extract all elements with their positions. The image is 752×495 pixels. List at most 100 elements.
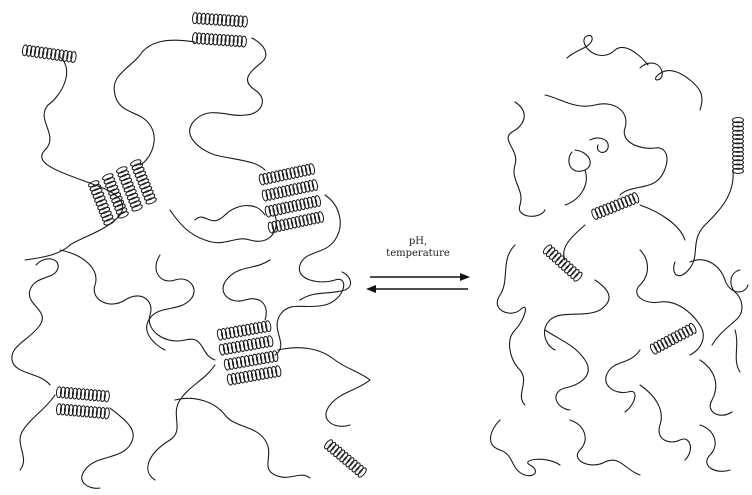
helix-turn bbox=[92, 191, 105, 199]
helix-turn bbox=[98, 206, 111, 215]
helix-turn bbox=[258, 173, 266, 186]
helix-turn bbox=[570, 269, 580, 279]
helix-turn bbox=[220, 34, 227, 47]
helix-turn bbox=[660, 337, 669, 349]
helix-turn bbox=[224, 327, 232, 340]
helix-turn bbox=[83, 405, 90, 418]
helix-turn bbox=[303, 197, 310, 210]
helix-turn bbox=[108, 188, 120, 196]
helix-turn bbox=[232, 325, 240, 338]
helix-turn bbox=[307, 196, 314, 209]
helix-turn bbox=[63, 386, 70, 399]
helix-turn bbox=[251, 353, 259, 366]
helix-turn bbox=[678, 328, 686, 340]
helix-turn bbox=[216, 33, 223, 46]
helix-turn bbox=[234, 340, 242, 353]
helix-turn bbox=[732, 125, 744, 132]
helix-turn bbox=[555, 255, 565, 266]
helix-turn bbox=[732, 167, 744, 175]
helix-turn bbox=[653, 341, 662, 353]
helix-turn bbox=[298, 215, 305, 227]
helix-turn bbox=[548, 249, 559, 260]
helix-turn bbox=[272, 350, 279, 363]
helix-turn bbox=[234, 372, 242, 385]
helix-turn bbox=[295, 199, 302, 211]
helix-turn bbox=[304, 163, 312, 176]
helix-turn bbox=[63, 403, 70, 416]
helix-turn bbox=[200, 12, 207, 25]
helix-turn bbox=[258, 368, 266, 380]
helix-turn bbox=[228, 34, 235, 47]
helix-turn bbox=[656, 339, 665, 351]
helix-turn bbox=[270, 171, 277, 184]
helix-turn bbox=[240, 35, 247, 48]
helix-turn bbox=[269, 188, 276, 200]
helix-turn bbox=[103, 407, 110, 420]
helix-turn bbox=[301, 164, 308, 177]
helix-turn bbox=[324, 439, 334, 450]
free-chain bbox=[689, 259, 749, 346]
helix-turn bbox=[231, 357, 239, 370]
helix-turn bbox=[276, 203, 283, 216]
free-chain bbox=[569, 419, 641, 476]
helix-turn bbox=[246, 338, 254, 351]
helix-turn bbox=[281, 168, 289, 181]
helix-turn bbox=[732, 159, 744, 166]
helix-turn bbox=[67, 404, 74, 417]
helix-turn bbox=[732, 117, 744, 124]
helix-turn bbox=[357, 467, 367, 478]
helix-turn bbox=[270, 365, 278, 378]
network-strand bbox=[194, 205, 266, 222]
helix-turn bbox=[71, 387, 78, 400]
helix-turn bbox=[59, 403, 66, 416]
helix-turn bbox=[29, 45, 37, 58]
helix-turn bbox=[34, 46, 41, 58]
helix-turn bbox=[273, 187, 280, 200]
free-chain bbox=[544, 279, 610, 351]
helix-turn bbox=[112, 199, 125, 208]
helix-turn bbox=[236, 35, 243, 48]
helix-turn bbox=[246, 370, 254, 383]
helix-turn bbox=[267, 350, 275, 363]
helix-turn bbox=[277, 186, 284, 199]
right-chains bbox=[490, 34, 749, 477]
helix-turn bbox=[111, 196, 123, 204]
helix-turn bbox=[339, 452, 349, 463]
helix-turn bbox=[95, 199, 108, 207]
network-strand bbox=[169, 209, 277, 244]
helix-turn bbox=[284, 184, 292, 197]
helix-turn bbox=[87, 405, 94, 418]
helix-turn bbox=[732, 133, 744, 141]
helix-turn bbox=[128, 196, 140, 204]
helix-turn bbox=[196, 32, 203, 45]
helix-turn bbox=[137, 178, 150, 186]
free-chain bbox=[566, 34, 649, 66]
helix-turn bbox=[204, 33, 211, 45]
helix-turn bbox=[106, 184, 119, 192]
helix-turn bbox=[258, 336, 266, 349]
helix-turn bbox=[552, 252, 562, 263]
helix-turn bbox=[130, 159, 142, 167]
helix-turn bbox=[310, 195, 318, 208]
helix-turn bbox=[102, 173, 114, 181]
helix-turn bbox=[310, 212, 317, 225]
helix-turn bbox=[267, 221, 275, 234]
free-chain bbox=[496, 244, 526, 406]
helix-turn bbox=[567, 266, 577, 277]
helix-turn bbox=[125, 189, 137, 197]
helix-turn bbox=[75, 404, 82, 417]
helix-turn bbox=[248, 323, 256, 335]
free-chain bbox=[564, 149, 591, 206]
helix-turn bbox=[139, 182, 151, 190]
helix-turn bbox=[79, 405, 86, 418]
helix-turn bbox=[594, 207, 603, 219]
helix-turn bbox=[275, 220, 282, 232]
helix-turn bbox=[91, 406, 98, 419]
network-strand bbox=[189, 37, 267, 171]
helix-turn bbox=[117, 211, 129, 219]
helix-turn bbox=[311, 179, 319, 191]
helix-turn bbox=[277, 169, 285, 182]
helix-turn bbox=[286, 217, 294, 230]
